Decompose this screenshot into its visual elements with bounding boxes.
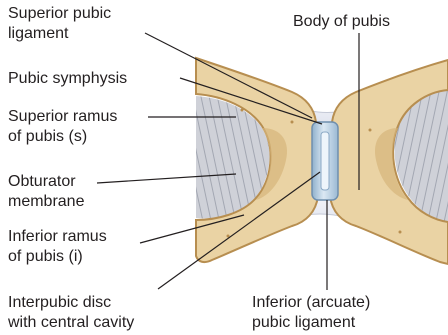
bone-texture-dot [241, 109, 244, 112]
bone-texture-dot [369, 129, 372, 132]
bone-texture-dot [291, 121, 294, 124]
label-obturator-membrane: Obturator membrane [8, 172, 84, 212]
label-inferior-arcuate-ligament: Inferior (arcuate) pubic ligament [252, 293, 370, 333]
label-interpubic-disc: Interpubic disc with central cavity [8, 293, 134, 333]
disc-central-cavity [321, 132, 329, 190]
label-superior-pubic-ligament: Superior pubic ligament [8, 4, 111, 44]
label-pubic-symphysis: Pubic symphysis [8, 69, 127, 89]
label-body-of-pubis: Body of pubis [293, 12, 390, 32]
label-superior-ramus: Superior ramus of pubis (s) [8, 107, 117, 147]
label-inferior-ramus: Inferior ramus of pubis (i) [8, 227, 107, 267]
bone-texture-dot [399, 231, 402, 234]
